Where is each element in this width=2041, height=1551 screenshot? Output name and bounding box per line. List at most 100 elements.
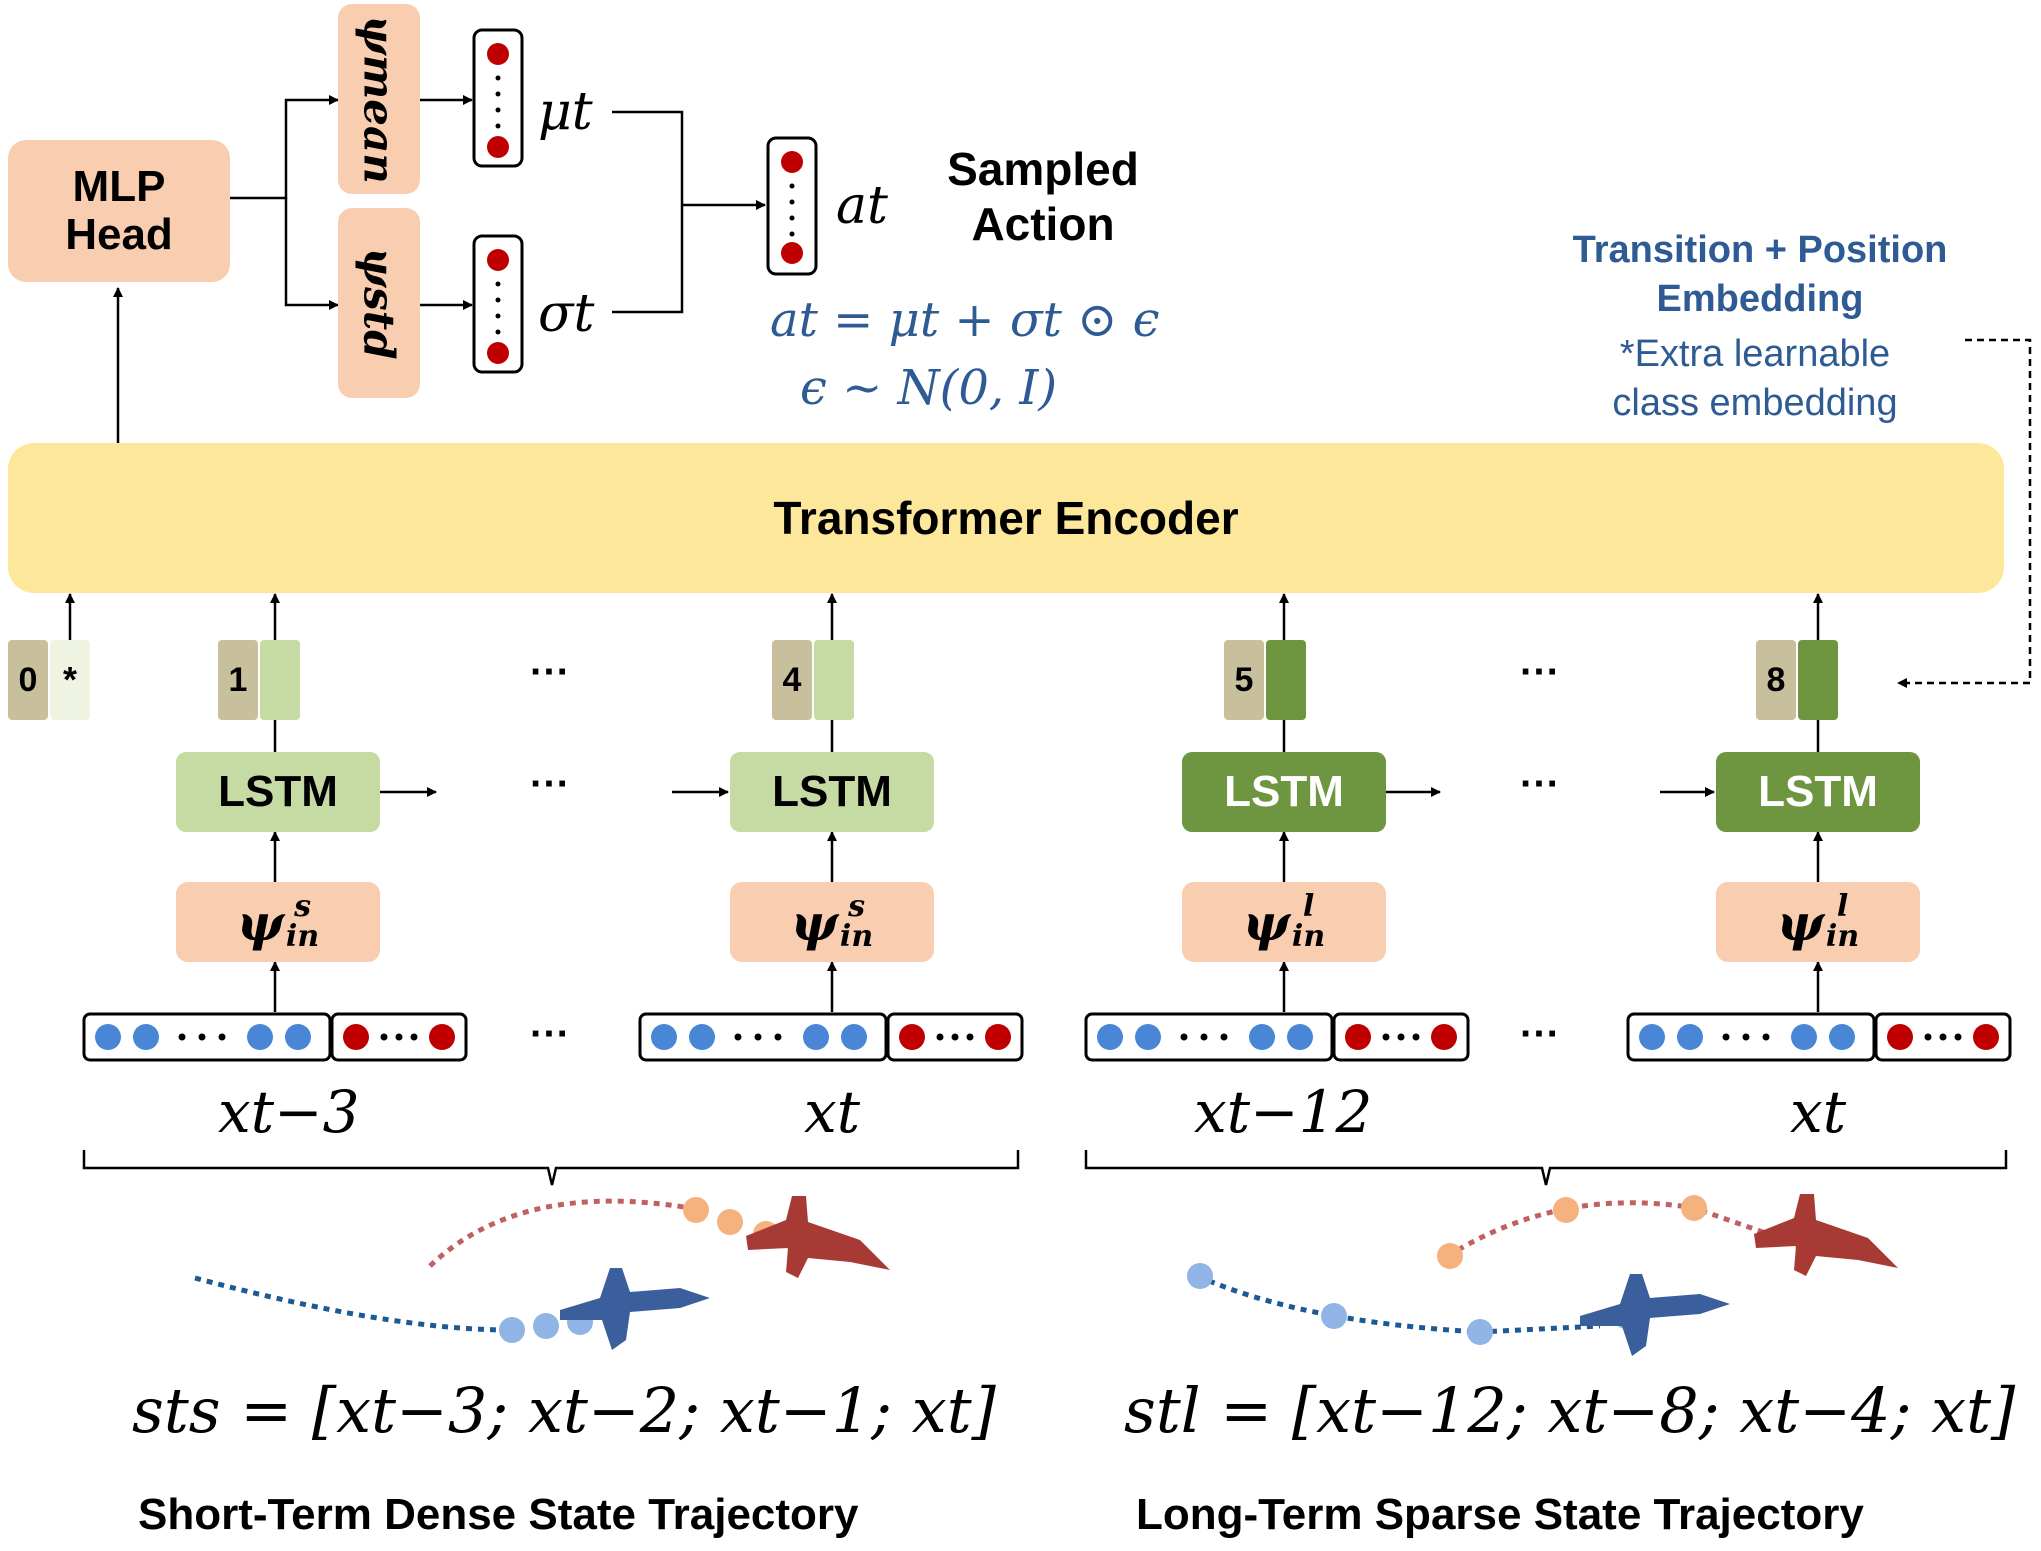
state-vector-2	[638, 1012, 1024, 1062]
psi-in-long-1: ψ l in	[1182, 882, 1386, 962]
red-jet-icon	[746, 1196, 890, 1278]
psi-mean-block: ψmean	[338, 4, 420, 194]
mu-vector	[472, 28, 524, 168]
red-state-dot	[1345, 1024, 1371, 1050]
psi-in-short-2: ψ s in	[730, 882, 934, 962]
blue-state-dot	[1677, 1024, 1703, 1050]
lstm-block-3: LSTM	[1182, 752, 1386, 832]
ellipsis-dot	[936, 1033, 944, 1041]
ellipsis-dot	[1382, 1033, 1390, 1041]
red-state-dot	[1973, 1024, 1999, 1050]
ellipsis-dot	[1939, 1033, 1947, 1041]
psi-in-short-1: ψ s in	[176, 882, 380, 962]
ellipsis-dot	[1397, 1033, 1405, 1041]
blue-state-dot	[1829, 1024, 1855, 1050]
psi-sub: in	[285, 919, 320, 954]
short-term-equation: sts = [xt−3; xt−2; xt−1; xt]	[132, 1374, 996, 1447]
sigma-label: σt	[538, 284, 595, 344]
ellipsis-dot	[754, 1033, 762, 1041]
embedding-subtitle: *Extra learnable class embedding	[1612, 333, 1898, 425]
short-term-brace	[82, 1150, 1020, 1186]
class-token-asterisk: *	[62, 659, 77, 700]
ellipsis-dot	[1924, 1033, 1932, 1041]
psi-sup: l	[1836, 889, 1849, 924]
ellipsis-dot	[1200, 1033, 1208, 1041]
psi-symbol: ψ	[1242, 892, 1290, 952]
blue-state-dot	[651, 1024, 677, 1050]
psi-sup: s	[848, 889, 865, 924]
state-vector-4	[1626, 1012, 2012, 1062]
long-term-brace	[1084, 1150, 2008, 1186]
action-equation: at = μt + σt ⊙ ϵ	[770, 292, 1160, 348]
long-trajectory-illustration	[1187, 1194, 1898, 1356]
state-label-t-short: xt	[804, 1078, 861, 1146]
state-vector-1	[82, 1012, 468, 1062]
blue-state-dot	[95, 1024, 121, 1050]
ellipsis-dot	[1220, 1033, 1228, 1041]
blue-state-dot	[1097, 1024, 1123, 1050]
transformer-encoder: Transformer Encoder	[8, 443, 2004, 593]
psi-in-long-2: ψ l in	[1716, 882, 1920, 962]
red-state-dot	[985, 1024, 1011, 1050]
mlp-to-mean-arrow	[230, 95, 339, 200]
psi-sub: in	[1291, 919, 1326, 954]
psi-symbol: ψ	[790, 892, 838, 952]
long-term-equation: stl = [xt−12; xt−8; xt−4; xt]	[1124, 1374, 2016, 1447]
token-embedding-8	[1798, 640, 1838, 720]
blue-state-dot	[133, 1024, 159, 1050]
blue-state-dot	[689, 1024, 715, 1050]
psi-mean-label: ψmean	[354, 14, 404, 184]
short-trajectory-illustration	[194, 1196, 890, 1350]
ellipsis-dot	[1762, 1033, 1770, 1041]
mu-sigma-merge-line	[612, 110, 684, 314]
mu-label: μt	[538, 82, 593, 142]
blue-state-dot	[1791, 1024, 1817, 1050]
ellipsis-dot	[218, 1033, 226, 1041]
psi-sub: in	[1825, 919, 1860, 954]
ellipsis-dot	[1954, 1033, 1962, 1041]
sampled-action-label: Sampled Action	[947, 143, 1139, 251]
red-state-dot	[899, 1024, 925, 1050]
token-embedding-1	[260, 640, 300, 720]
ellipsis-dot	[951, 1033, 959, 1041]
ellipsis-dot	[1180, 1033, 1188, 1041]
vector-ellipsis-short: ···	[530, 1012, 570, 1056]
red-state-dot	[429, 1024, 455, 1050]
ellipsis-dot	[410, 1033, 418, 1041]
state-vector-3	[1084, 1012, 1470, 1062]
ellipsis-dot	[1742, 1033, 1750, 1041]
token-embedding-5	[1266, 640, 1306, 720]
embedding-dashed-arrow	[1897, 338, 2032, 688]
blue-state-dot	[247, 1024, 273, 1050]
blue-state-dot	[841, 1024, 867, 1050]
red-state-dot	[343, 1024, 369, 1050]
token-embedding-4	[814, 640, 854, 720]
lstm-ellipsis-long: ···	[1520, 762, 1560, 806]
red-state-dot	[1887, 1024, 1913, 1050]
ellipsis-dot	[734, 1033, 742, 1041]
blue-state-dot	[1249, 1024, 1275, 1050]
short-term-caption: Short-Term Dense State Trajectory	[138, 1490, 859, 1539]
token-index-4: 4	[772, 640, 812, 720]
psi-sup: l	[1302, 889, 1315, 924]
token-index-1: 1	[218, 640, 258, 720]
ellipsis-dot	[178, 1033, 186, 1041]
long-term-caption: Long-Term Sparse State Trajectory	[1136, 1490, 1864, 1539]
token-ellipsis-short: ···	[530, 650, 570, 694]
ellipsis-dot	[966, 1033, 974, 1041]
blue-state-dot	[1135, 1024, 1161, 1050]
ellipsis-dot	[380, 1033, 388, 1041]
blue-jet-icon-long	[1580, 1274, 1730, 1356]
token-index-8: 8	[1756, 640, 1796, 720]
psi-symbol: ψ	[236, 892, 284, 952]
lstm-block-2: LSTM	[730, 752, 934, 832]
ellipsis-dot	[395, 1033, 403, 1041]
action-label: at	[836, 176, 888, 236]
psi-sub: in	[839, 919, 874, 954]
mlp-to-std-arrow	[284, 198, 339, 310]
psi-sup: s	[294, 889, 311, 924]
psi-std-label: ψstd	[354, 247, 404, 359]
red-jet-icon-long	[1754, 1194, 1898, 1276]
token-ellipsis-long: ···	[1520, 650, 1560, 694]
